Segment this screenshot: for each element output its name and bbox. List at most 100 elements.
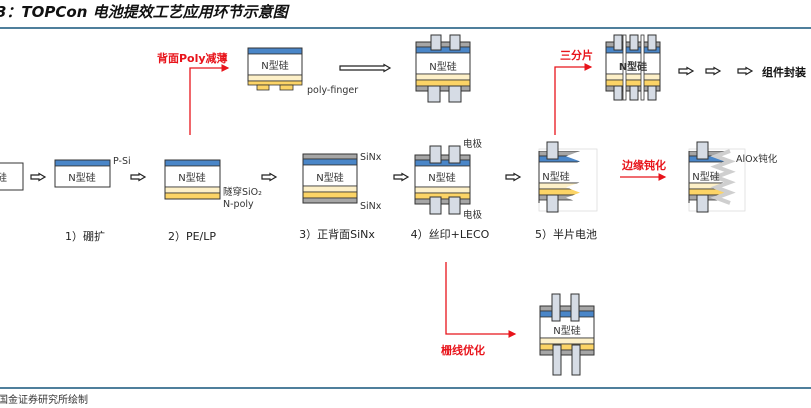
layer xyxy=(302,191,358,199)
rear-electrode-label: 电极 xyxy=(463,209,483,221)
cell-boron-diffusion xyxy=(54,159,111,188)
electrode xyxy=(551,293,561,322)
layer xyxy=(302,158,358,166)
cell1-label: N型硅 xyxy=(68,171,95,184)
step5-caption: 5）半片电池 xyxy=(535,227,597,241)
electrode xyxy=(430,34,442,51)
red-elbow-arrow-icon xyxy=(554,63,593,135)
layer xyxy=(539,343,595,351)
layer xyxy=(539,194,580,201)
step1-caption: 1）硼扩 xyxy=(65,229,105,243)
layer xyxy=(539,182,580,190)
red-elbow-arrow-icon xyxy=(445,262,517,338)
electrode xyxy=(448,196,461,215)
poly-finger xyxy=(256,84,270,91)
p-si-label: P-Si xyxy=(113,156,131,167)
cell-outline xyxy=(164,159,221,200)
thin-poly-cell-label: N型硅 xyxy=(261,59,288,72)
grid-cell-label: N型硅 xyxy=(553,324,580,337)
electrode xyxy=(552,344,562,376)
poly-layer xyxy=(247,80,303,86)
layer xyxy=(415,79,471,87)
electrode xyxy=(571,344,581,376)
electrode xyxy=(448,145,461,164)
cell-outline xyxy=(302,153,358,204)
layer xyxy=(539,188,580,196)
cell2-label: N型硅 xyxy=(178,171,205,184)
tri-cut-cell-label: N型硅 xyxy=(619,60,647,73)
cell-grid-optimized xyxy=(539,305,595,356)
cell-pe-lp xyxy=(164,159,221,200)
cut-gap xyxy=(640,34,645,101)
layer xyxy=(54,159,111,167)
hollow-right-arrow-icon xyxy=(678,66,695,76)
partial-cell xyxy=(0,162,24,191)
electrode xyxy=(570,293,580,322)
n-poly-label: N-poly xyxy=(223,199,254,210)
partial-cell-label: 硅 xyxy=(0,171,7,184)
hollow-right-arrow-icon xyxy=(393,172,410,182)
layer xyxy=(605,73,661,81)
triple-cut-label: 三分片 xyxy=(560,48,593,62)
cell-outline xyxy=(415,41,471,92)
hollow-right-arrow-icon xyxy=(505,172,522,182)
layer xyxy=(539,310,595,318)
layer xyxy=(164,192,221,200)
layer xyxy=(539,337,595,345)
layer xyxy=(415,41,471,48)
layer xyxy=(415,85,471,92)
layer xyxy=(414,186,471,194)
grid-optimization-label: 栅线优化 xyxy=(441,343,485,357)
step2-caption: 2）PE/LP xyxy=(168,230,216,243)
cell3-label: N型硅 xyxy=(316,171,343,184)
electrode xyxy=(449,34,461,51)
hollow-right-arrow-icon xyxy=(705,66,722,76)
electrode xyxy=(647,85,657,101)
layer xyxy=(302,197,358,204)
electrode xyxy=(429,145,442,164)
alox-label: AlOx钝化 xyxy=(736,153,778,165)
rear-sinx-label: SiNx xyxy=(360,201,382,212)
alox-passivation-layer xyxy=(710,149,736,205)
hollow-right-arrow-icon xyxy=(30,172,47,182)
cell4-label: N型硅 xyxy=(428,171,455,184)
electrode xyxy=(546,194,559,213)
electrode xyxy=(429,196,442,215)
layer xyxy=(689,194,730,201)
poly-thinning-label: 背面Poly减薄 xyxy=(157,51,228,65)
cell-outline xyxy=(54,159,111,188)
electrode xyxy=(629,34,639,51)
cell-outline xyxy=(539,305,595,356)
electrode xyxy=(647,34,657,51)
electrode xyxy=(613,34,623,51)
layer xyxy=(415,73,471,81)
cell5-label: N型硅 xyxy=(542,170,569,183)
electrode xyxy=(427,85,441,103)
top-cell-label: N型硅 xyxy=(429,60,456,73)
cell-metallized xyxy=(414,154,471,205)
cell-sinx xyxy=(302,153,358,204)
layer xyxy=(164,186,221,194)
step4-caption: 4）丝印+LECO xyxy=(411,228,490,241)
layer xyxy=(415,46,471,54)
hollow-right-arrow-icon xyxy=(261,172,278,182)
electrode xyxy=(696,141,709,160)
front-electrode-label: 电极 xyxy=(463,138,483,150)
layer xyxy=(302,153,358,160)
layer xyxy=(539,305,595,312)
electrode xyxy=(448,85,462,103)
electrode xyxy=(546,141,559,160)
step3-caption: 3）正背面SiNx xyxy=(299,227,375,241)
cell6-label: N型硅 xyxy=(692,170,719,183)
poly-finger-label: poly-finger xyxy=(307,85,358,96)
layer xyxy=(414,192,471,200)
figure-title: 3：TOPCon 电池提效工艺应用环节示意图 xyxy=(0,3,291,21)
hollow-right-arrow-icon xyxy=(737,66,754,76)
hollow-right-arrow-icon xyxy=(130,172,147,182)
electrode xyxy=(613,85,623,101)
cell-outline xyxy=(414,154,471,205)
electrode xyxy=(696,194,709,213)
electrode xyxy=(629,85,639,101)
module-packaging-label: 组件封装 xyxy=(762,65,806,79)
